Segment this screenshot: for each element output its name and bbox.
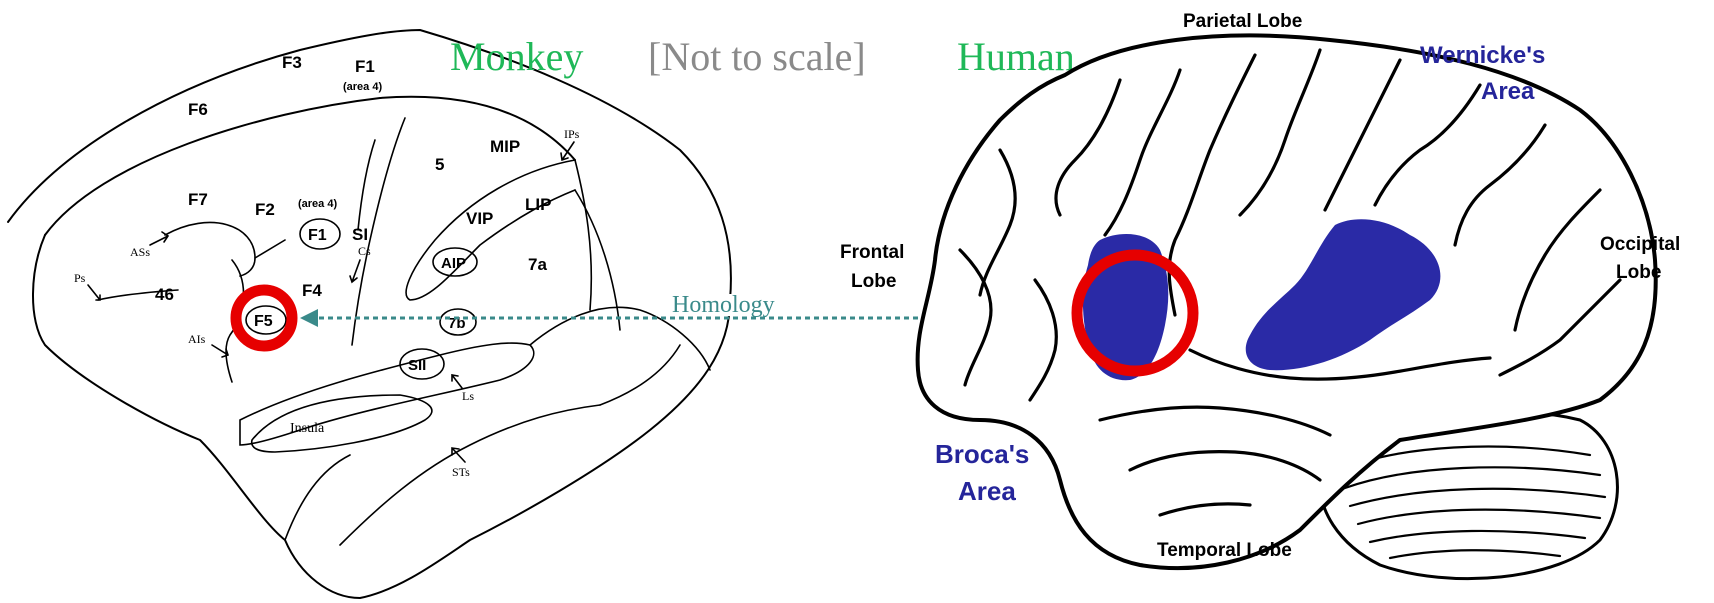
label-vip: VIP <box>466 209 493 228</box>
central-sulcus-line-2 <box>358 140 375 230</box>
label-lip: LIP <box>525 195 551 214</box>
ips-sulcus-outer <box>406 160 575 300</box>
ass-arrow <box>150 232 168 245</box>
species-label-human: Human <box>957 34 1075 79</box>
label-wernicke-line2: Area <box>1481 78 1535 105</box>
homology-label: Homology <box>672 292 775 318</box>
ass-sulcus-line <box>165 223 255 276</box>
occipital-line <box>600 345 680 405</box>
lower-contour <box>285 455 350 540</box>
label-temporal-lobe: Temporal Lobe <box>1157 540 1292 561</box>
label-sts: STs <box>452 465 470 479</box>
label-ass: ASs <box>130 245 150 259</box>
label-f3: F3 <box>282 53 302 72</box>
species-label-monkey: Monkey <box>450 34 583 79</box>
label-46: 46 <box>155 285 174 304</box>
label-insula: Insula <box>290 421 325 436</box>
label-aip: AIP <box>441 255 466 272</box>
label-f7: F7 <box>188 190 208 209</box>
ips-branch <box>575 160 591 310</box>
monkey-brain: F3 F1 (area 4) F6 F7 F2 (area 4) F1 SI 5… <box>8 30 731 598</box>
label-ls: Ls <box>462 389 474 403</box>
spur-line <box>255 240 285 258</box>
label-f5: F5 <box>254 313 273 330</box>
label-frontal-line1: Frontal <box>840 242 904 263</box>
label-si: SI <box>352 225 368 244</box>
label-wernicke-line1: Wernicke's <box>1420 42 1545 69</box>
sts-arrow <box>452 448 465 462</box>
label-f1-note: (area 4) <box>343 81 382 93</box>
label-parietal-lobe: Parietal Lobe <box>1183 11 1302 32</box>
label-occipital-line2: Lobe <box>1616 262 1661 283</box>
label-broca-line1: Broca's <box>935 439 1029 469</box>
sts-sulcus-line <box>340 405 600 545</box>
label-sii: SII <box>408 357 426 374</box>
label-cs: Cs <box>358 244 371 258</box>
label-f4: F4 <box>302 281 322 300</box>
ls-arrow <box>452 375 462 388</box>
ps-arrow <box>88 285 100 300</box>
label-5: 5 <box>435 155 444 174</box>
label-f1-circle: F1 <box>308 227 327 244</box>
homology-arrowhead <box>300 309 318 327</box>
monkey-lateral-outline <box>33 235 730 598</box>
label-ps: Ps <box>74 271 86 285</box>
label-f6: F6 <box>188 100 208 119</box>
label-7a: 7a <box>528 255 547 274</box>
monkey-top-contour <box>45 97 575 235</box>
label-frontal-line2: Lobe <box>851 271 896 292</box>
cs-arrow <box>350 260 360 282</box>
label-f2: F2 <box>255 200 275 219</box>
scale-note: [Not to scale] <box>648 34 866 79</box>
label-f1-top: F1 <box>355 57 375 76</box>
label-f1-small-note: (area 4) <box>298 198 337 210</box>
human-brain: Parietal Lobe Wernicke's Area Frontal Lo… <box>840 11 1680 579</box>
label-ais: AIs <box>188 332 206 346</box>
label-broca-line2: Area <box>958 476 1016 506</box>
label-mip: MIP <box>490 137 520 156</box>
label-ips: IPs <box>564 127 580 141</box>
label-occipital-line1: Occipital <box>1600 234 1680 255</box>
lateral-sulcus-upper <box>240 343 534 445</box>
